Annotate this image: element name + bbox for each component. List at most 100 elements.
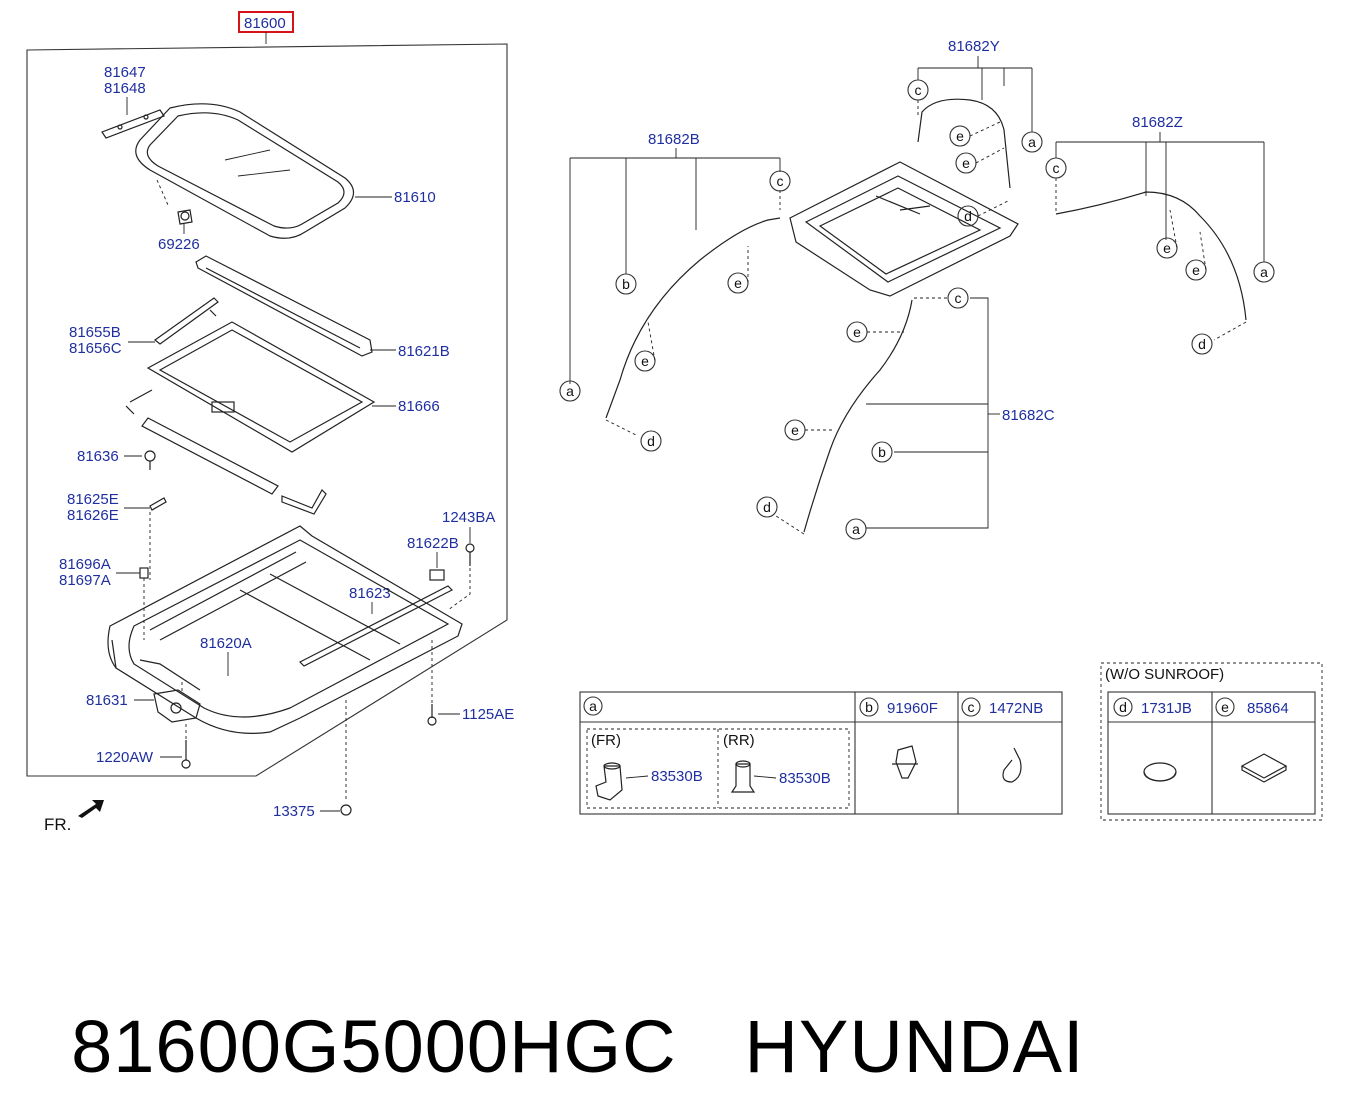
callout-c[interactable]: c — [947, 287, 969, 309]
deflector-bracket-part — [101, 109, 165, 139]
svg-text:a: a — [1260, 264, 1268, 280]
svg-text:d: d — [647, 433, 655, 449]
bolt-1125AE-part — [427, 704, 437, 726]
callout-c[interactable]: c — [769, 170, 791, 192]
svg-text:c: c — [1053, 160, 1060, 176]
label-81626E[interactable]: 81626E — [67, 507, 119, 524]
seal-81623-part — [298, 585, 454, 667]
caption-brand: HYUNDAI — [744, 1005, 1085, 1088]
svg-text:e: e — [853, 324, 861, 340]
callout-e[interactable]: e — [634, 350, 656, 372]
bolt-1243BA-part — [465, 543, 475, 566]
svg-text:e: e — [734, 275, 742, 291]
legend-a-rr-part[interactable]: 83530B — [779, 770, 831, 787]
sunshade-81666-part — [146, 321, 376, 453]
nut-13375-part — [340, 804, 352, 816]
label-81648[interactable]: 81648 — [104, 80, 146, 97]
sunshade-roller-part — [125, 389, 327, 515]
label-81610[interactable]: 81610 — [394, 189, 436, 206]
legend-b-part[interactable]: 91960F — [887, 700, 938, 717]
assembly-outline — [26, 43, 508, 777]
callout-a[interactable]: a — [1021, 131, 1043, 153]
callout-a[interactable]: a — [559, 380, 581, 402]
callout-a[interactable]: a — [845, 518, 867, 540]
callout-b[interactable]: b — [871, 441, 893, 463]
svg-text:c: c — [955, 290, 962, 306]
label-81621B[interactable]: 81621B — [398, 343, 450, 360]
callout-e[interactable]: e — [784, 419, 806, 441]
direction-label: FR. — [44, 815, 71, 834]
callout-b[interactable]: b — [615, 273, 637, 295]
svg-text:c: c — [968, 699, 975, 715]
legend-c-part[interactable]: 1472NB — [989, 700, 1043, 717]
callout-d[interactable]: d — [640, 430, 662, 452]
frame-81620A-part — [107, 525, 463, 734]
label-81623[interactable]: 81623 — [349, 585, 391, 602]
callout-e[interactable]: e — [1185, 259, 1207, 281]
label-81622B[interactable]: 81622B — [407, 535, 459, 552]
callout-a[interactable]: a — [1253, 261, 1275, 283]
label-81682B[interactable]: 81682B — [648, 131, 700, 148]
svg-text:b: b — [622, 276, 630, 292]
legend-a-fr-part[interactable]: 83530B — [651, 768, 703, 785]
screw-81636-part — [144, 450, 156, 470]
label-69226[interactable]: 69226 — [158, 236, 200, 253]
legend-callout-b: b — [859, 697, 879, 717]
legend-e-part[interactable]: 85864 — [1247, 700, 1289, 717]
label-81631[interactable]: 81631 — [86, 692, 128, 709]
callout-e[interactable]: e — [727, 272, 749, 294]
legend-a-rr: (RR) — [723, 732, 755, 749]
callout-c[interactable]: c — [1045, 157, 1067, 179]
callout-e[interactable]: e — [846, 321, 868, 343]
svg-text:a: a — [852, 521, 860, 537]
label-81682Y[interactable]: 81682Y — [948, 38, 1000, 55]
callout-d[interactable]: d — [756, 496, 778, 518]
callout-d[interactable]: d — [957, 205, 979, 227]
svg-text:b: b — [865, 699, 873, 715]
legend-d-part[interactable]: 1731JB — [1141, 700, 1192, 717]
label-81666[interactable]: 81666 — [398, 398, 440, 415]
main-part-number[interactable]: 81600 — [244, 15, 286, 32]
callout-e[interactable]: e — [955, 152, 977, 174]
grommet-fr-icon — [595, 762, 623, 801]
label-81620A[interactable]: 81620A — [200, 635, 252, 652]
svg-text:e: e — [962, 155, 970, 171]
svg-text:a: a — [589, 698, 597, 714]
callout-circles: c e a e d c b e e a d c e a e d c e e b … — [559, 79, 1275, 540]
label-1220AW[interactable]: 1220AW — [96, 749, 154, 766]
svg-text:e: e — [1221, 699, 1229, 715]
grommet-rr-icon — [730, 760, 756, 793]
label-81647[interactable]: 81647 — [104, 64, 146, 81]
legend-a-fr: (FR) — [591, 732, 621, 749]
callout-d[interactable]: d — [1191, 333, 1213, 355]
bolt-1220AW-part — [181, 740, 191, 769]
label-1243BA[interactable]: 1243BA — [442, 509, 495, 526]
legend-callout-c: c — [961, 697, 981, 717]
callout-e[interactable]: e — [1156, 237, 1178, 259]
svg-text:a: a — [566, 383, 574, 399]
svg-text:e: e — [1163, 240, 1171, 256]
clip-91960F-icon — [892, 745, 918, 779]
sunroof-glass-part — [135, 103, 355, 239]
without-sunroof-legend: (W/O SUNROOF) d 1731JB e 85864 — [1100, 662, 1323, 821]
label-81625E[interactable]: 81625E — [67, 491, 119, 508]
clip-81696A-part — [139, 567, 149, 579]
front-arrow-icon — [78, 800, 104, 818]
label-1125AE[interactable]: 1125AE — [462, 706, 514, 723]
clip-81622B-part — [429, 569, 445, 581]
caption-part-number: 81600G5000HGC — [71, 1005, 677, 1088]
label-81696A[interactable]: 81696A — [59, 556, 111, 573]
label-13375[interactable]: 13375 — [273, 803, 315, 820]
label-81697A[interactable]: 81697A — [59, 572, 111, 589]
label-81655B[interactable]: 81655B — [69, 324, 121, 341]
label-81656C[interactable]: 81656C — [69, 340, 122, 357]
label-81682Z[interactable]: 81682Z — [1132, 114, 1183, 131]
legend-table: a b 91960F c 1472NB (FR) (RR) 83530B 835… — [579, 691, 1063, 815]
callout-c[interactable]: c — [907, 79, 929, 101]
label-81682C[interactable]: 81682C — [1002, 407, 1055, 424]
label-81636[interactable]: 81636 — [77, 448, 119, 465]
legend-callout-e: e — [1215, 697, 1235, 717]
callout-e[interactable]: e — [949, 125, 971, 147]
guide-81655B-part — [154, 297, 219, 345]
plug-1731JB-icon — [1143, 762, 1177, 782]
